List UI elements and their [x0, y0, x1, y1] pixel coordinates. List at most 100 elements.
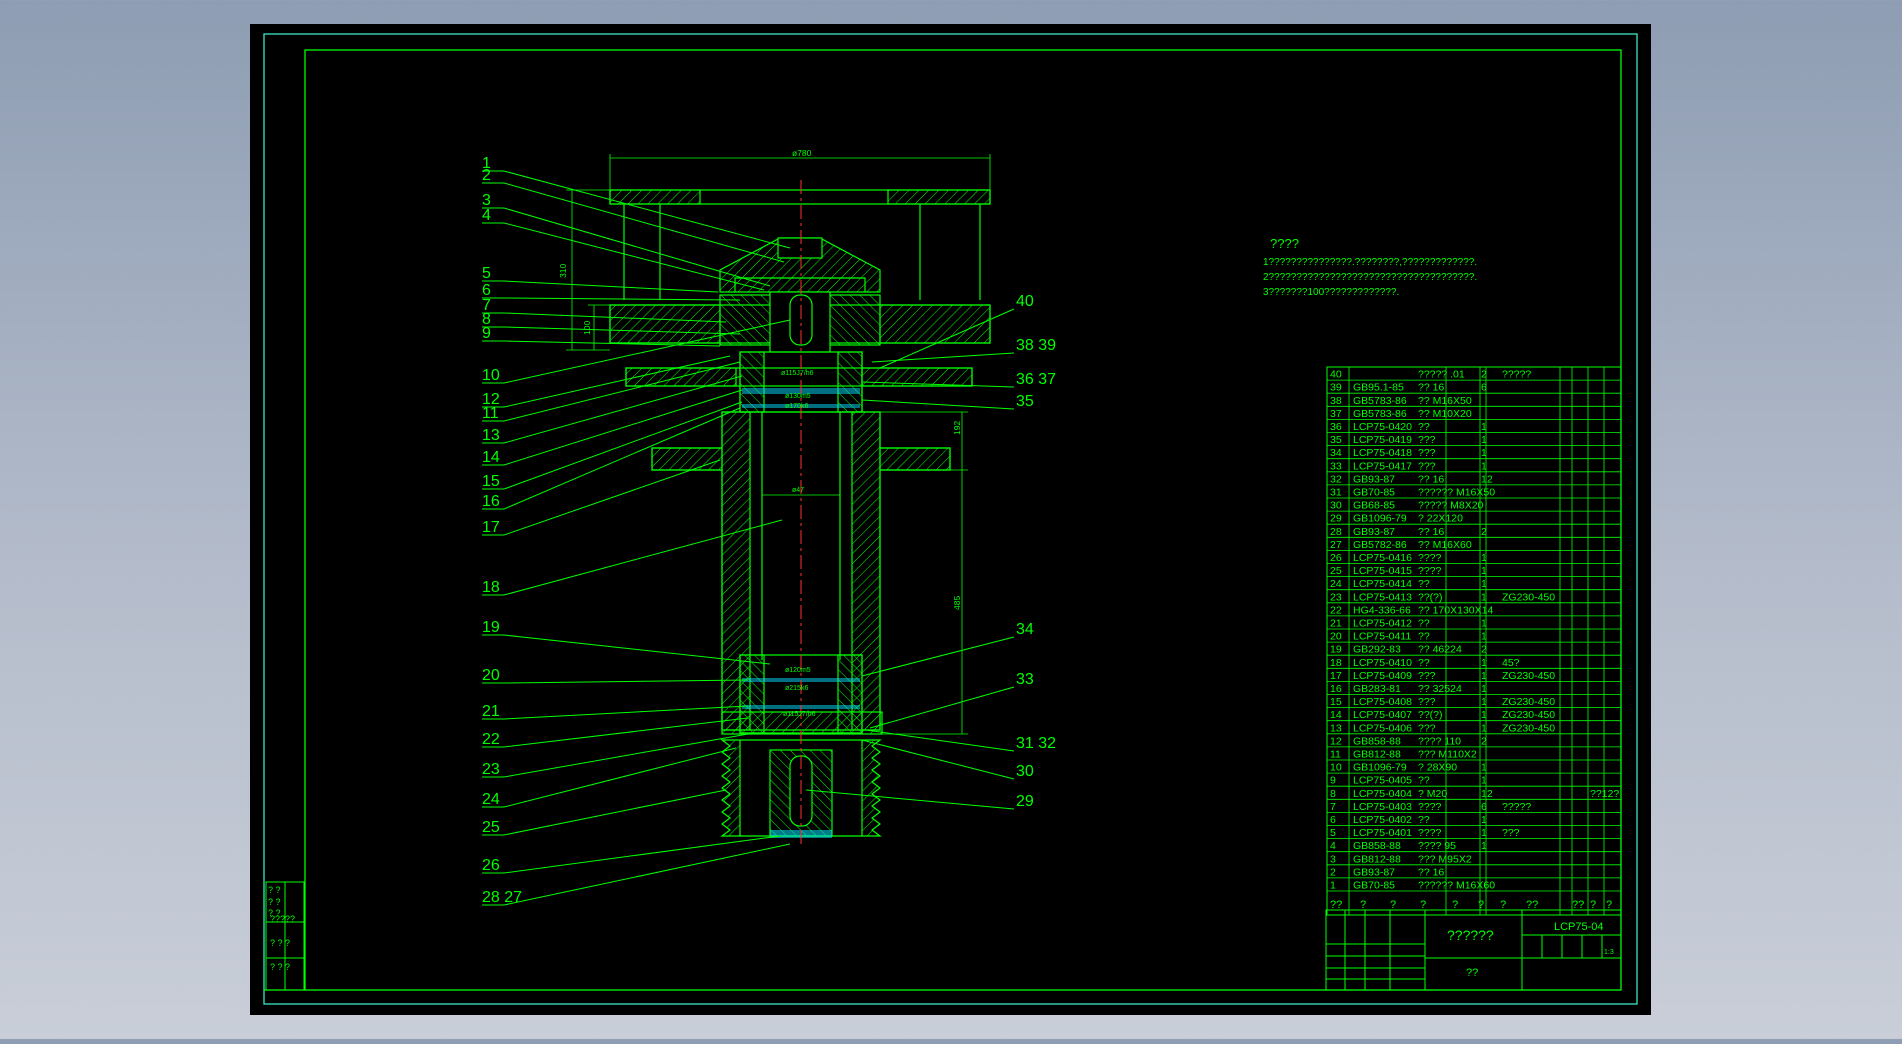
callout-leader — [503, 326, 741, 335]
parts-cell-code: GB1096-79 — [1353, 513, 1407, 525]
parts-cell-no: 28 — [1330, 526, 1342, 538]
assembly-section-view — [566, 154, 991, 848]
svg-text:3???????100?????????????.: 3???????100?????????????. — [1263, 287, 1399, 298]
callout-label-7: 7 — [482, 297, 491, 314]
parts-cell-mat: ZG230-450 — [1502, 709, 1555, 721]
parts-cell-name: ?? — [1418, 578, 1430, 590]
parts-cell-name: ??? — [1418, 434, 1436, 446]
parts-cell-code: GB70-85 — [1353, 880, 1395, 892]
parts-cell-no: 22 — [1330, 604, 1342, 616]
parts-cell-no: 29 — [1330, 513, 1342, 525]
parts-cell-code: GB812-88 — [1353, 853, 1401, 865]
callout-leader — [503, 407, 741, 510]
parts-cell-qty: 1 — [1481, 670, 1487, 682]
parts-cell-code: LCP75-0416 — [1353, 552, 1412, 564]
parts-cell-qty: 6 — [1481, 382, 1487, 394]
parts-cell-no: 3 — [1330, 853, 1336, 865]
parts-cell-qty: 1 — [1481, 683, 1487, 695]
parts-cell-name: ?? M16X50 — [1418, 395, 1472, 407]
svg-text:310: 310 — [558, 264, 568, 278]
parts-cell-no: 5 — [1330, 827, 1336, 839]
parts-cell-name: ????? M8X20 — [1418, 500, 1484, 512]
callout-leader — [869, 686, 1015, 729]
parts-cell-no: 26 — [1330, 552, 1342, 564]
parts-cell-name: ?????? M16X60 — [1418, 880, 1495, 892]
callout-label-8: 8 — [482, 311, 491, 328]
parts-cell-code: LCP75-0415 — [1353, 565, 1412, 577]
callout-label-3: 3 — [482, 192, 491, 209]
callout-label-19: 19 — [482, 619, 500, 636]
side-archive-labels: ? ? ? ? ? ? ????? ? ? ? ? ? ? — [268, 885, 295, 972]
parts-cell-code: LCP75-0406 — [1353, 722, 1412, 734]
parts-cell-name: ?? — [1418, 814, 1430, 826]
parts-cell-no: 27 — [1330, 539, 1342, 551]
callout-leader — [503, 207, 771, 287]
parts-header-cell: ? — [1420, 899, 1426, 911]
callout-leader — [503, 280, 719, 293]
parts-cell-name: ??? — [1418, 722, 1436, 734]
parts-cell-qty: 1 — [1481, 762, 1487, 774]
parts-header-cell: ? — [1500, 899, 1506, 911]
parts-cell-mat: ZG230-450 — [1502, 670, 1555, 682]
parts-cell-code: GB812-88 — [1353, 749, 1401, 761]
callout-label-10: 10 — [482, 367, 500, 384]
parts-cell-code: LCP75-0408 — [1353, 696, 1412, 708]
parts-cell-qty: 1 — [1481, 447, 1487, 459]
callout-label-29: 29 — [1016, 793, 1034, 810]
callout-label-35: 35 — [1016, 393, 1034, 410]
parts-cell-no: 31 — [1330, 487, 1342, 499]
callout-leader — [503, 340, 721, 347]
parts-cell-code: GB5783-86 — [1353, 408, 1407, 420]
callout-leader — [503, 634, 771, 665]
callout-label-5: 5 — [482, 265, 491, 282]
parts-cell-no: 18 — [1330, 657, 1342, 669]
parts-cell-mat: ????? — [1502, 801, 1531, 813]
parts-cell-no: 23 — [1330, 591, 1342, 603]
parts-cell-no: 33 — [1330, 460, 1342, 472]
parts-cell-code: LCP75-0405 — [1353, 775, 1412, 787]
parts-header-cell: ? — [1360, 899, 1366, 911]
parts-cell-no: 32 — [1330, 473, 1342, 485]
parts-cell-code: LCP75-0411 — [1353, 631, 1411, 643]
svg-text:????: ???? — [1270, 236, 1299, 251]
parts-cell-code: LCP75-0414 — [1353, 578, 1412, 590]
parts-cell-code: LCP75-0403 — [1353, 801, 1412, 813]
parts-cell-name: ?? M16X60 — [1418, 539, 1472, 551]
callout-label-40: 40 — [1016, 293, 1034, 310]
callout-leader — [805, 789, 1015, 810]
parts-cell-qty: 2 — [1481, 644, 1487, 656]
parts-cell-name: ?? M10X20 — [1418, 408, 1472, 420]
svg-text:ø120m5: ø120m5 — [785, 667, 811, 674]
svg-text:?????: ????? — [270, 914, 295, 924]
callout-label-12: 12 — [482, 391, 500, 408]
parts-cell-name: ?? 32524 — [1418, 683, 1462, 695]
callout-leader — [503, 361, 741, 422]
parts-cell-no: 13 — [1330, 722, 1342, 734]
callout-leader — [861, 399, 1015, 410]
parts-cell-name: ??? M95X2 — [1418, 853, 1472, 865]
parts-header-cell: ? — [1478, 899, 1484, 911]
parts-cell-name: ??(?) — [1418, 591, 1443, 603]
parts-cell-no: 12 — [1330, 735, 1342, 747]
parts-list-frame — [1326, 366, 1622, 916]
parts-cell-no: 7 — [1330, 801, 1336, 813]
callout-label-20: 20 — [482, 667, 500, 684]
parts-cell-name: ????? .01 — [1418, 369, 1465, 381]
parts-cell-code: GB292-83 — [1353, 644, 1401, 656]
parts-cell-name: ??? — [1418, 447, 1436, 459]
callout-label-9: 9 — [482, 325, 491, 342]
parts-cell-mat: 45? — [1502, 657, 1520, 669]
parts-cell-mat: ??? — [1502, 827, 1520, 839]
callout-leader — [503, 519, 783, 596]
parts-cell-code: LCP75-0401 — [1353, 827, 1412, 839]
callout-leader — [503, 375, 743, 444]
callout-label-24: 24 — [482, 791, 500, 808]
callout-leader — [503, 312, 727, 323]
parts-cell-code: LCP75-0420 — [1353, 421, 1412, 433]
parts-cell-no: 21 — [1330, 618, 1342, 630]
callout-leader — [503, 297, 741, 301]
callout-label-31-32: 31 32 — [1016, 735, 1056, 752]
callout-label-23: 23 — [482, 761, 500, 778]
parts-cell-name: ? 28X90 — [1418, 762, 1457, 774]
